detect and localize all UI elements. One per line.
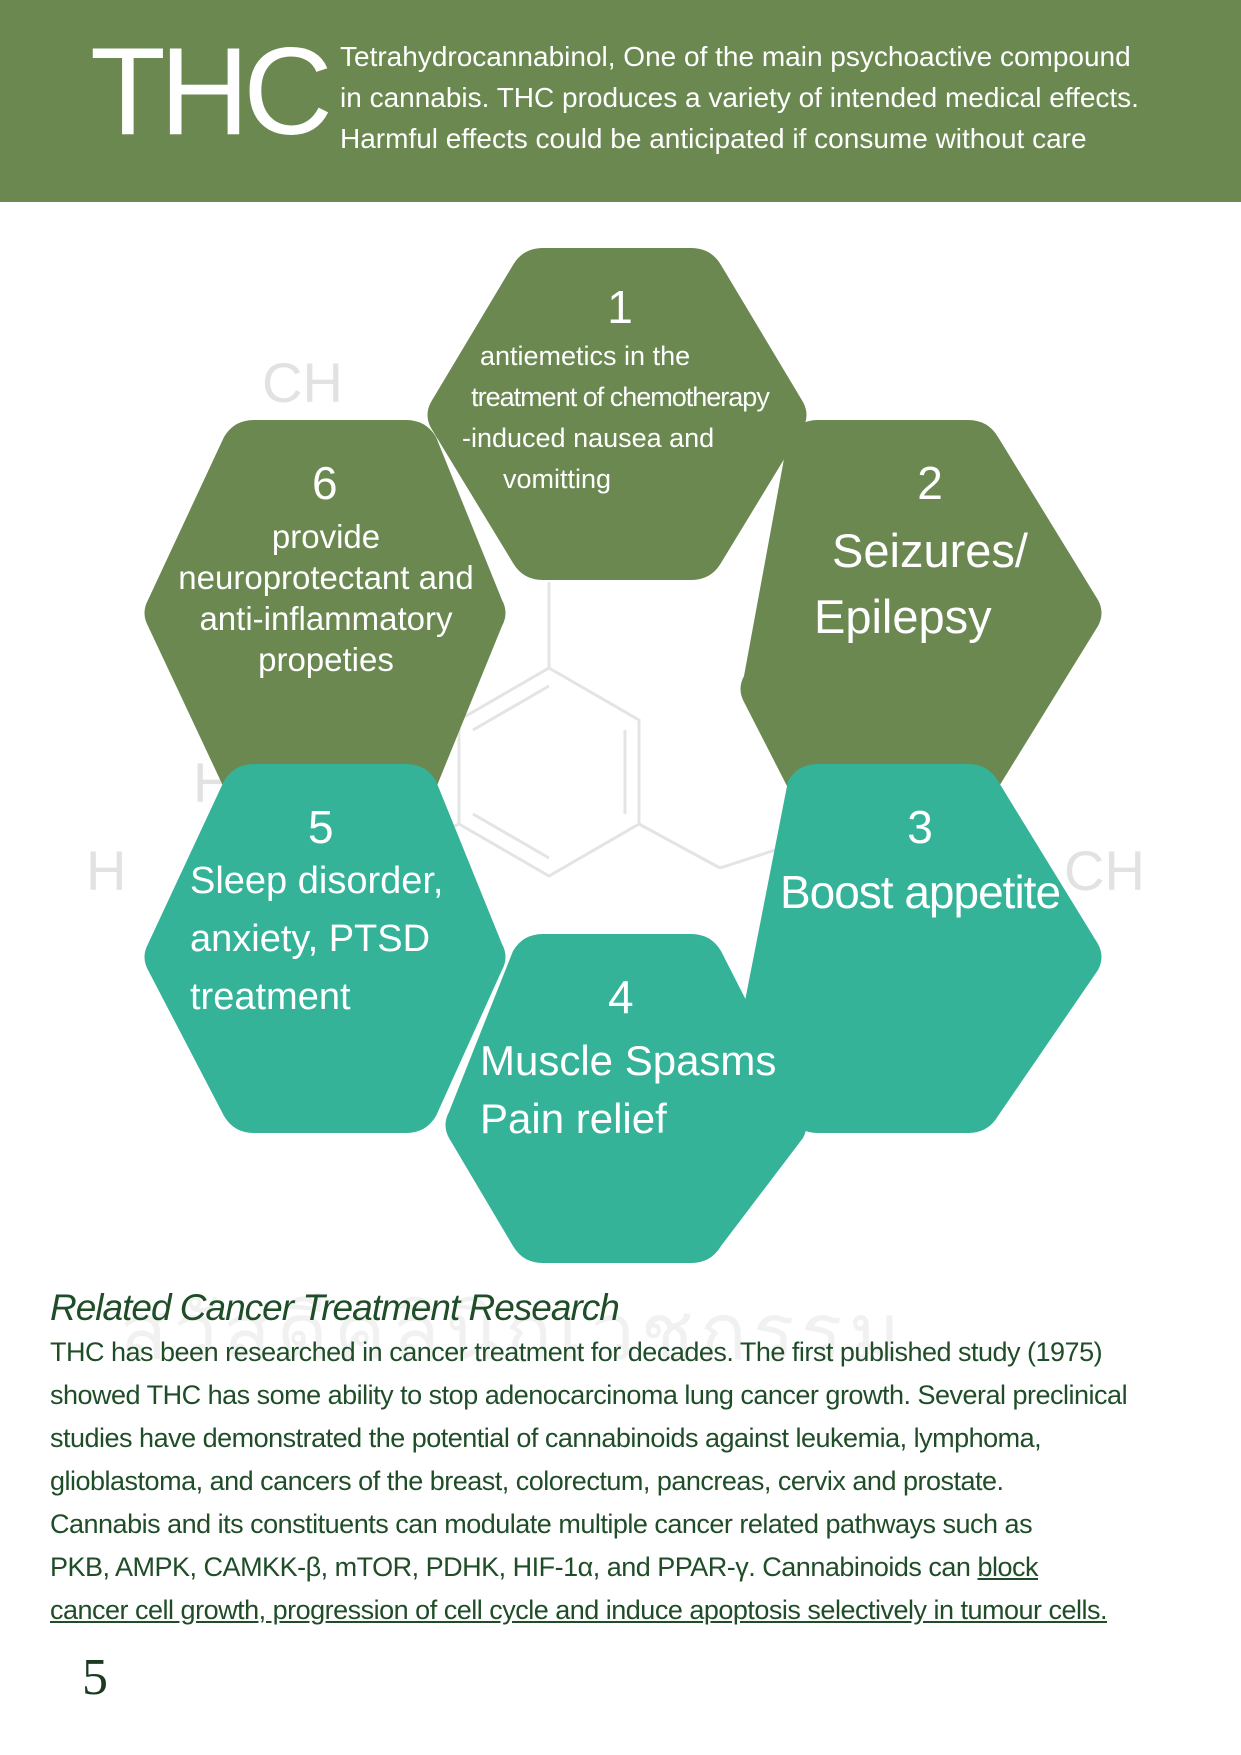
benefit-text: provide	[271, 518, 381, 555]
molecule-label-ch2: CH	[262, 351, 343, 414]
header-description-line: Tetrahydrocannabinol, One of the main ps…	[340, 41, 1131, 72]
research-line: PKB, AMPK, CAMKK-β, mTOR, PDHK, HIF-1α, …	[50, 1552, 971, 1582]
benefit-text: treatment of chemotherapy	[471, 382, 770, 412]
research-line: THC has been researched in cancer treatm…	[50, 1337, 1103, 1367]
hexagon-3	[740, 764, 1102, 1133]
header-banner: THC Tetrahydrocannabinol, One of the mai…	[0, 0, 1241, 202]
hexagon-2	[740, 420, 1102, 805]
benefit-text: Muscle Spasms	[480, 1037, 777, 1084]
hexagon-6	[144, 420, 506, 805]
hexagon-1	[427, 248, 807, 580]
research-line-with-underline: PKB, AMPK, CAMKK-β, mTOR, PDHK, HIF-1α, …	[50, 1546, 1200, 1589]
research-highlight-end: cancer cell growth, progression of cell …	[50, 1595, 1108, 1625]
benefit-text: Epilepsy	[814, 590, 992, 643]
benefit-text: antiemetics in the	[480, 341, 691, 371]
benefit-text: neuroprotectant and	[178, 559, 474, 596]
benefit-1: 1 antiemetics in the treatment of chemot…	[430, 282, 810, 500]
benefit-text: anxiety, PTSD	[190, 918, 431, 960]
benefit-text: Sleep disorder,	[190, 860, 444, 902]
benefit-number: 2	[917, 457, 943, 509]
benefit-number: 1	[607, 281, 633, 333]
benefit-text: Pain relief	[480, 1095, 667, 1142]
clinic-watermark: สวัสดีคลินิกเวชกรรม	[120, 1288, 907, 1376]
benefit-4: 4 Muscle Spasms Pain relief	[480, 972, 800, 1148]
benefit-text: treatment	[190, 976, 351, 1018]
benefit-5: 5 Sleep disorder, anxiety, PTSD treatmen…	[190, 802, 490, 1026]
research-line: glioblastoma, and cancers of the breast,…	[50, 1466, 1004, 1496]
research-highlight-start: block	[977, 1552, 1038, 1582]
research-line: studies have demonstrated the potential …	[50, 1423, 1042, 1453]
research-line: showed THC has some ability to stop aden…	[50, 1380, 1128, 1410]
thc-molecule-watermark: CH H H OH CH	[86, 248, 1145, 1263]
page-title: THC	[90, 23, 333, 161]
research-line: Cannabis and its constituents can modula…	[50, 1509, 1033, 1539]
benefit-number: 4	[608, 971, 634, 1023]
benefit-6: 6 provide neuroprotectant and anti-infla…	[146, 458, 506, 680]
benefit-number: 3	[907, 801, 933, 853]
hexagon-5	[144, 764, 506, 1133]
benefit-number: 5	[308, 801, 334, 853]
page-number: 5	[82, 1649, 108, 1706]
benefit-3: 3 Boost appetite	[760, 802, 1080, 922]
hexagon-4	[445, 934, 807, 1263]
benefit-text: vomitting	[503, 464, 612, 494]
benefit-text: anti-inflammatory	[199, 600, 453, 637]
header-description: Tetrahydrocannabinol, One of the main ps…	[340, 36, 1230, 159]
header-description-line: Harmful effects could be anticipated if …	[340, 123, 1087, 154]
research-title: Related Cancer Treatment Research	[50, 1287, 620, 1328]
molecule-label-ch3: CH	[1064, 839, 1145, 902]
benefit-text: propeties	[258, 641, 394, 678]
research-body: THC has been researched in cancer treatm…	[50, 1331, 1200, 1632]
benefit-text: -induced nausea and	[462, 423, 715, 453]
benefits-diagram: CH H H OH CH 1 antiemetics in the treatm…	[0, 202, 1241, 1282]
header-description-line: in cannabis. THC produces a variety of i…	[340, 82, 1139, 113]
benefit-text: Boost appetite	[779, 866, 1061, 918]
molecule-label-h3c: H	[86, 839, 126, 902]
benefit-text: Seizures/	[832, 524, 1028, 577]
benefit-2: 2 Seizures/ Epilepsy	[790, 458, 1070, 650]
research-section: Related Cancer Treatment Research THC ha…	[50, 1285, 1200, 1632]
benefit-number: 6	[312, 457, 338, 509]
